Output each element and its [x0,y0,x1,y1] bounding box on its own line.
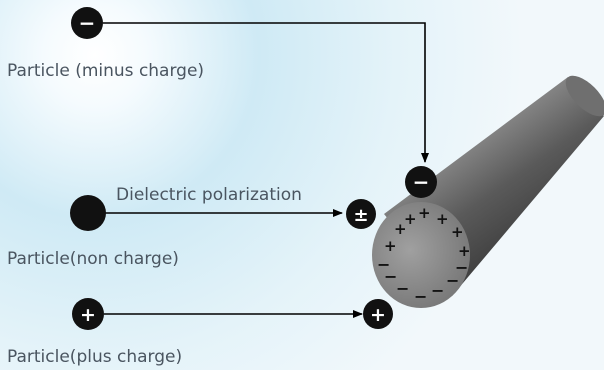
label-minus-particle: Particle (minus charge) [7,61,204,81]
induced-minus: − [414,287,427,306]
particle-plus-sign: + [80,304,96,326]
particle-minus: − [71,7,103,39]
label-neutral-particle: Particle(non charge) [7,249,179,269]
fiber [372,75,604,308]
particle-plus: + [72,298,104,330]
induced-minus: − [384,267,397,286]
induced-minus: − [431,281,444,300]
induced-plus: + [436,210,449,228]
induced-minus: − [446,271,459,290]
induced-plus: + [384,237,397,255]
induced-plus: + [404,210,417,228]
attached-minus-body [405,166,437,198]
attached-plus-body [363,299,393,329]
particle-neutral [70,195,106,231]
particle-plus-body [72,298,104,330]
induced-minus: − [455,258,468,277]
polarized-particle: ± [346,199,376,229]
induced-plus: + [418,204,431,222]
polarized-particle-body [346,199,376,229]
induced-charges: + + + + + + + − − − − − − − [377,204,471,306]
fiber-cap [565,75,604,117]
polarized-particle-sign: ± [353,205,368,226]
induced-minus: − [396,279,409,298]
label-plus-particle: Particle(plus charge) [7,347,182,367]
attached-plus-particle: + [363,299,393,329]
arrows [103,22,429,318]
induced-minus: − [377,255,390,274]
induced-plus: + [458,242,471,260]
attached-minus-particle: − [405,166,437,198]
attached-plus-sign: + [370,304,386,326]
label-polarization: Dielectric polarization [116,185,302,205]
induced-plus: + [451,223,464,241]
induced-plus: + [394,220,407,238]
particle-minus-body [71,7,103,39]
minus-arrow [103,22,429,163]
attached-minus-sign: − [413,170,430,194]
particle-minus-sign: − [79,11,96,35]
fiber-end-face [372,202,470,308]
